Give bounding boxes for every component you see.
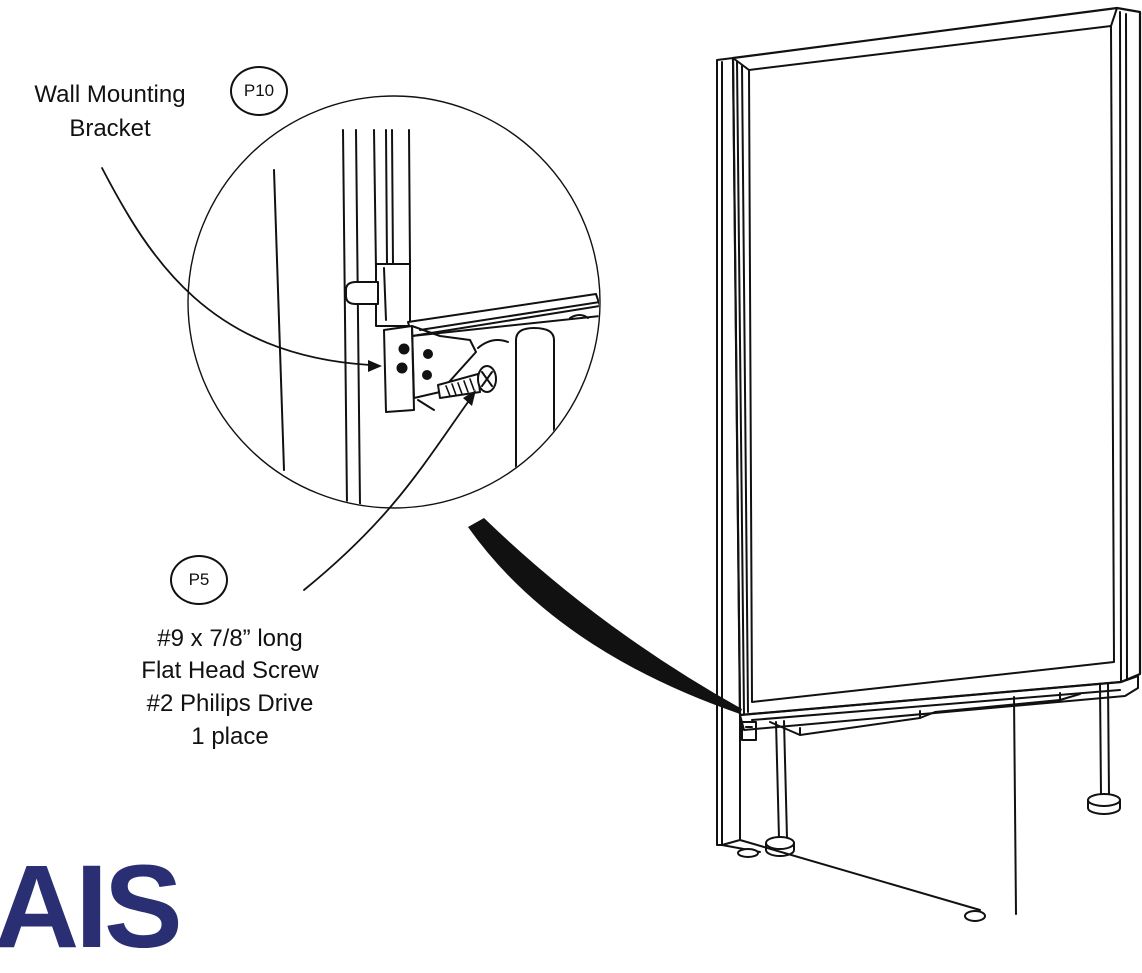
flat-head-screw: [437, 365, 497, 399]
bracket-arrowhead: [368, 360, 382, 372]
screw-spec-line1: #9 x 7/8” long: [157, 625, 303, 652]
screw-leader-arrow: [303, 401, 469, 591]
bracket-leader-arrow: [101, 167, 371, 366]
bracket-part-tag: P10: [230, 66, 288, 116]
leveling-legs: [737, 683, 1121, 922]
drawing: [101, 6, 1142, 922]
bracket-label-line1: Wall Mounting: [34, 81, 186, 108]
detail-circle: [187, 95, 601, 509]
cabinet-panel: [716, 6, 1142, 922]
screw-spec-line4: 1 place: [191, 723, 269, 750]
screw-part-tag: P5: [170, 555, 228, 605]
screw-spec-line2: Flat Head Screw: [141, 657, 319, 684]
callout-leaders: [101, 167, 476, 591]
screw-spec-line3: #2 Philips Drive: [146, 690, 314, 717]
bracket-label-line2: Bracket: [69, 115, 151, 142]
ais-logo: AIS: [0, 841, 183, 973]
detail-leader: [468, 518, 742, 714]
screw-arrowhead: [463, 390, 476, 406]
assembly-diagram: Wall Mounting Bracket P10 P5 #9 x 7/8” l…: [0, 6, 1142, 966]
